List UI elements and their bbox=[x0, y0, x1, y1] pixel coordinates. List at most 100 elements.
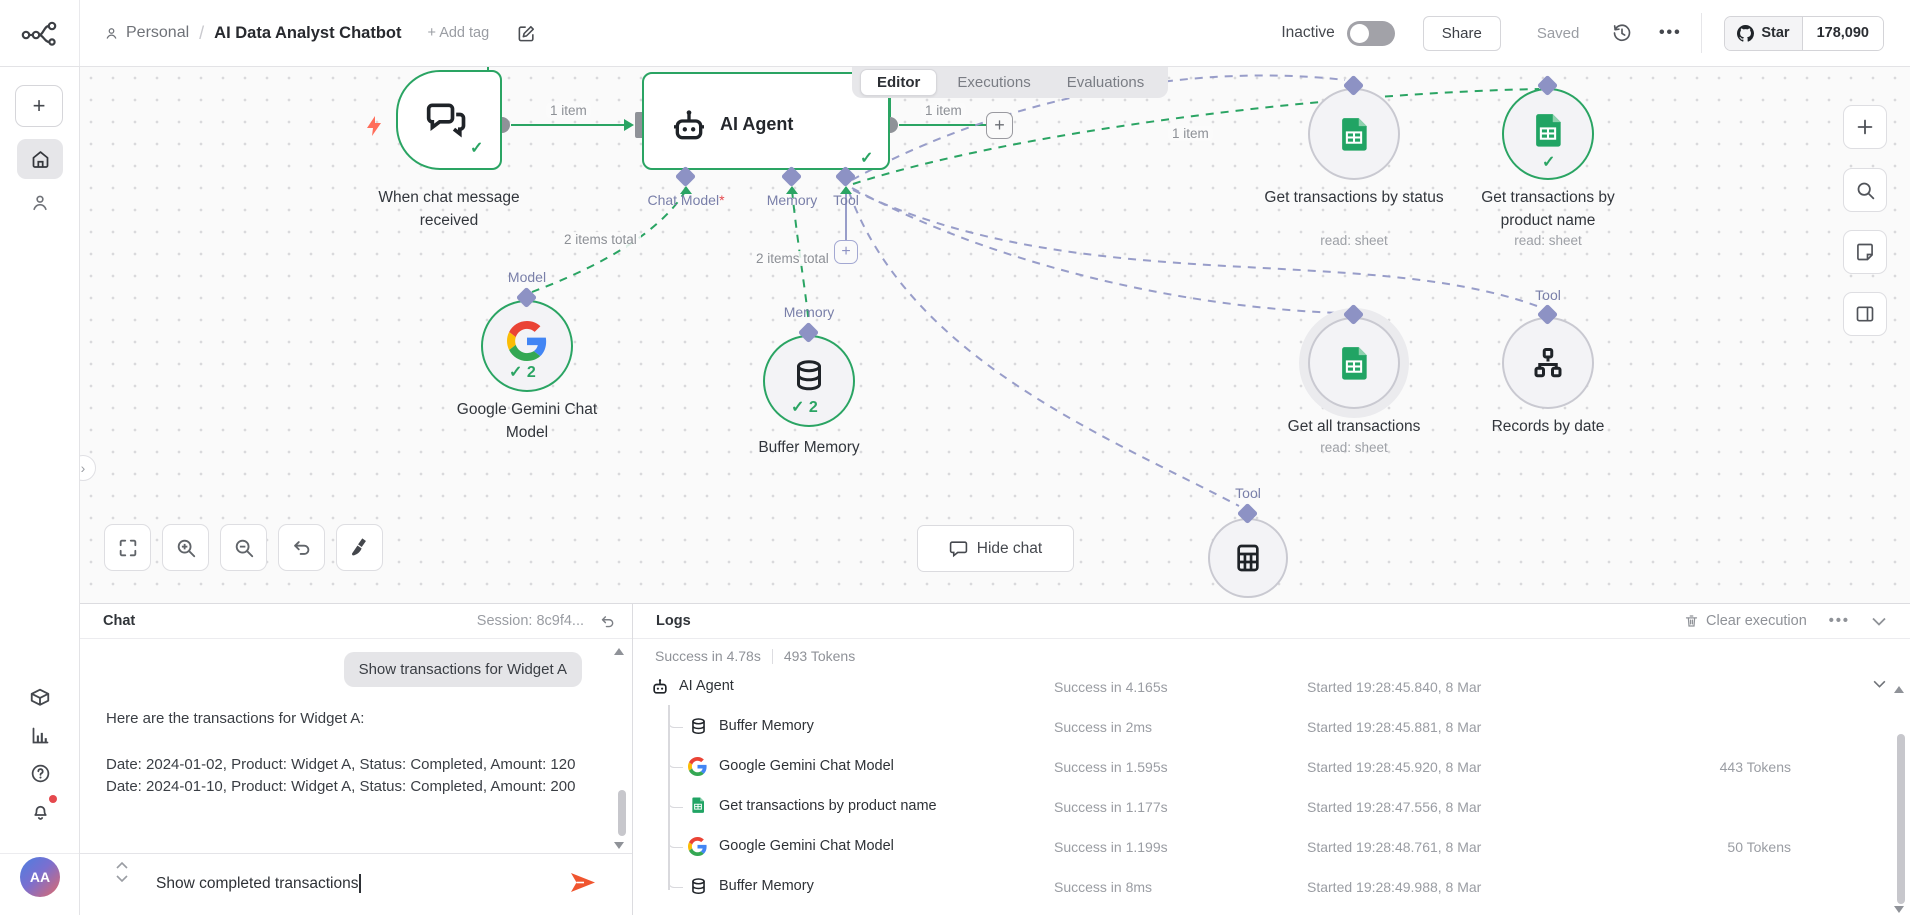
node-get-transactions-by-product-name[interactable]: ✓ bbox=[1502, 88, 1594, 180]
workflow-hierarchy-icon bbox=[1534, 348, 1562, 378]
success-check-icon: ✓ bbox=[470, 140, 484, 157]
logs-scroll-down-arrow[interactable] bbox=[1894, 906, 1904, 913]
node-label-by-status: Get transactions by status bbox=[1264, 189, 1444, 206]
person-icon bbox=[33, 195, 47, 211]
log-row-gemini-2[interactable]: Google Gemini Chat Model Success in 1.19… bbox=[633, 828, 1882, 868]
log-row-ai-agent[interactable]: AI Agent Success in 4.165s Started 19:28… bbox=[633, 668, 1886, 708]
log-row-get-transactions[interactable]: Get transactions by product name Success… bbox=[633, 788, 1882, 828]
tidy-up-button[interactable] bbox=[336, 524, 383, 571]
sidebar-item-personal[interactable] bbox=[17, 183, 63, 223]
n8n-logo[interactable] bbox=[0, 0, 80, 66]
google-g-icon bbox=[688, 757, 707, 776]
hide-chat-button[interactable]: Hide chat bbox=[917, 525, 1074, 572]
sidebar-item-help[interactable] bbox=[17, 753, 63, 793]
send-message-button[interactable] bbox=[570, 871, 596, 895]
connection-label: 1 item bbox=[1168, 126, 1213, 141]
breadcrumb-project[interactable]: Personal bbox=[104, 24, 189, 42]
node-when-chat-message-received[interactable]: ✓ bbox=[396, 70, 502, 170]
help-icon bbox=[31, 764, 49, 782]
port-label-memory: Memory bbox=[766, 192, 818, 208]
logs-summary: Success in 4.78s 493 Tokens bbox=[655, 648, 855, 664]
sidebar-item-notifications[interactable] bbox=[17, 791, 63, 831]
arrowhead bbox=[786, 186, 798, 194]
tab-evaluations[interactable]: Evaluations bbox=[1066, 74, 1145, 91]
node-get-all-transactions[interactable] bbox=[1308, 317, 1400, 409]
node-google-gemini-chat-model[interactable]: ✓ 2 bbox=[481, 300, 573, 392]
zoom-out-button[interactable] bbox=[220, 524, 267, 571]
node-get-transactions-by-status[interactable] bbox=[1308, 88, 1400, 180]
row-collapse-chevron[interactable] bbox=[1873, 680, 1886, 688]
logs-more-button[interactable]: ••• bbox=[1828, 613, 1850, 629]
sidebar-item-insights[interactable] bbox=[17, 715, 63, 755]
workflow-title[interactable]: AI Data Analyst Chatbot bbox=[214, 23, 402, 42]
chat-message-input[interactable]: Show completed transactions bbox=[156, 874, 361, 893]
add-tool-button[interactable]: + bbox=[834, 240, 858, 264]
tab-editor[interactable]: Editor bbox=[860, 69, 938, 96]
log-row-gemini-1[interactable]: Google Gemini Chat Model Success in 1.59… bbox=[633, 748, 1882, 788]
zoom-in-button[interactable] bbox=[162, 524, 209, 571]
activate-toggle[interactable] bbox=[1346, 20, 1395, 46]
connection-label: 1 item bbox=[546, 103, 591, 118]
logs-scroll-up-arrow[interactable] bbox=[1894, 686, 1904, 693]
github-icon bbox=[1737, 24, 1755, 42]
saved-status: Saved bbox=[1536, 24, 1580, 42]
history-button[interactable] bbox=[1605, 16, 1639, 50]
logs-collapse-chevron[interactable] bbox=[1872, 617, 1886, 626]
add-tag-button[interactable]: + Add tag bbox=[427, 25, 490, 41]
success-check-icon: ✓ 2 bbox=[509, 364, 536, 381]
success-check-icon: ✓ bbox=[1542, 154, 1556, 171]
canvas-toolbar bbox=[104, 524, 383, 571]
google-sheets-icon bbox=[689, 796, 707, 814]
sticky-note-button[interactable] bbox=[1843, 230, 1887, 274]
edit-title-icon[interactable] bbox=[517, 24, 536, 43]
sidebar-item-overview[interactable] bbox=[17, 139, 63, 179]
caret-up-icon bbox=[116, 862, 128, 869]
new-workflow-button[interactable]: + bbox=[15, 85, 63, 127]
search-button[interactable] bbox=[1843, 168, 1887, 212]
bar-chart-icon bbox=[32, 727, 48, 743]
logs-scrollbar-thumb[interactable] bbox=[1897, 734, 1905, 904]
summary-tokens: 493 Tokens bbox=[783, 648, 856, 664]
log-row-buffer-memory[interactable]: Buffer Memory Success in 2ms Started 19:… bbox=[633, 708, 1882, 748]
fit-view-button[interactable] bbox=[104, 524, 151, 571]
clear-execution-button[interactable]: Clear execution bbox=[1684, 613, 1807, 629]
trash-icon bbox=[1685, 615, 1698, 627]
add-node-button[interactable]: + bbox=[986, 112, 1013, 139]
github-star-widget[interactable]: Star 178,090 bbox=[1724, 15, 1884, 51]
node-subtitle: read: sheet bbox=[1320, 440, 1388, 455]
message-nav-carets[interactable] bbox=[116, 862, 128, 882]
port-label-chat-model: Chat Model* bbox=[647, 192, 725, 208]
reset-session-icon[interactable] bbox=[599, 613, 616, 630]
scroll-down-arrow[interactable] bbox=[614, 842, 624, 849]
node-ai-agent[interactable]: AI Agent ✓ bbox=[642, 72, 890, 170]
node-label-ai-agent: AI Agent bbox=[720, 114, 794, 134]
chat-trigger-icon bbox=[426, 103, 466, 138]
log-row-buffer-memory-2[interactable]: Buffer Memory Success in 8ms Started 19:… bbox=[633, 868, 1882, 908]
scroll-up-arrow[interactable] bbox=[614, 648, 624, 655]
port-label-model: Model bbox=[507, 269, 547, 285]
port-label-tool: Tool bbox=[833, 192, 859, 208]
home-icon bbox=[32, 150, 48, 168]
share-button[interactable]: Share bbox=[1422, 15, 1501, 51]
user-avatar[interactable]: AA bbox=[20, 857, 60, 897]
node-records-by-date[interactable] bbox=[1502, 317, 1594, 409]
database-icon bbox=[689, 877, 708, 896]
tab-executions[interactable]: Executions bbox=[957, 74, 1031, 91]
sidebar-item-templates[interactable] bbox=[17, 677, 63, 717]
arrowhead bbox=[840, 186, 852, 194]
undo-button[interactable] bbox=[278, 524, 325, 571]
node-buffer-memory[interactable]: ✓ 2 bbox=[763, 335, 855, 427]
toggle-panel-button[interactable] bbox=[1843, 292, 1887, 336]
breadcrumb-separator: / bbox=[199, 22, 205, 43]
more-options-button[interactable]: ••• bbox=[1658, 24, 1682, 41]
logs-header: Logs Clear execution ••• bbox=[633, 604, 1910, 639]
divider bbox=[0, 853, 79, 854]
connection-label: 2 items total bbox=[752, 251, 833, 266]
node-label-gemini: Google Gemini Chat Model bbox=[456, 401, 598, 441]
node-calculator-tool[interactable] bbox=[1208, 518, 1288, 598]
add-node-panel-button[interactable] bbox=[1843, 105, 1887, 149]
database-icon bbox=[797, 360, 821, 391]
port-label-tool-calc: Tool bbox=[1235, 485, 1261, 501]
chat-scrollbar-thumb[interactable] bbox=[618, 790, 626, 836]
